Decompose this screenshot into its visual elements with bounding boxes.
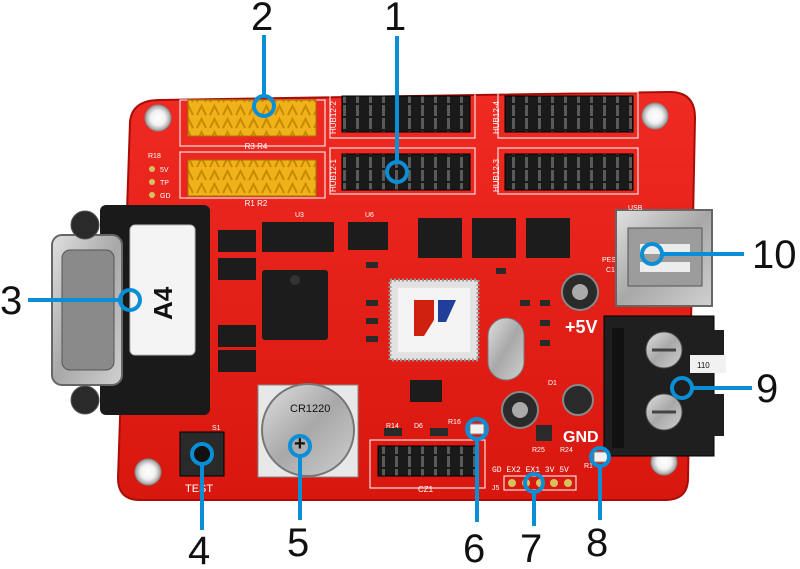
silk-tp: TP <box>160 180 169 187</box>
callout-number-5: 5 <box>287 521 309 565</box>
db9-label-a4: A4 <box>148 286 178 320</box>
silk-r3r4: R3 R4 <box>245 142 268 151</box>
callout-5: 5 <box>287 434 312 565</box>
silk-gnd: GND <box>563 429 599 446</box>
coin-cell-battery <box>257 383 359 478</box>
silk-hub12-4: HUB12-4 <box>492 101 501 134</box>
callout-1: 1 <box>384 0 409 184</box>
black-pin-header-hub12-4 <box>504 95 634 133</box>
black-pin-header-hub12-2 <box>341 95 471 133</box>
callout-number-3: 3 <box>0 279 22 323</box>
silk-gd: GD <box>160 193 171 200</box>
silk-r18: R18 <box>148 153 161 160</box>
callout-3: 3 <box>0 279 142 323</box>
callout-6: 6 <box>463 417 489 569</box>
silk-r14: R14 <box>386 423 399 430</box>
battery-model-text: CR1220 <box>290 403 330 415</box>
pad <box>149 166 155 172</box>
callout-8: 8 <box>586 446 611 565</box>
callout-9: 9 <box>670 367 778 411</box>
silk-hub12-1: HUB12-1 <box>329 159 338 192</box>
callout-number-1: 1 <box>384 0 406 39</box>
silk-r25: R25 <box>532 447 545 454</box>
main-mcu-chip <box>388 278 480 362</box>
silk-plus5v: +5V <box>565 317 598 337</box>
callout-number-6: 6 <box>463 527 485 569</box>
silk-u6: U6 <box>365 212 374 219</box>
yellow-pin-header-bottom <box>187 159 317 197</box>
callout-number-7: 7 <box>520 527 542 569</box>
silk-usb: USB <box>628 205 643 212</box>
silk-s1: S1 <box>212 425 221 432</box>
ic-notch <box>290 275 300 285</box>
black-pin-header-hub12-3 <box>504 153 634 191</box>
cz1-pin-header <box>377 445 479 477</box>
silk-d6: D6 <box>414 423 423 430</box>
silk-d1: D1 <box>548 380 557 387</box>
pad <box>149 179 155 185</box>
silk-test: TEST <box>185 483 213 495</box>
callout-4: 4 <box>188 442 214 569</box>
mounting-hole-top-left <box>144 104 172 132</box>
terminal-cap-label: 110 <box>697 361 710 370</box>
yellow-pin-header-top <box>187 99 317 137</box>
smd-components <box>366 262 552 441</box>
silk-hub12-3: HUB12-3 <box>492 159 501 192</box>
usb-port <box>615 209 713 307</box>
callout-number-10: 10 <box>752 233 797 277</box>
silk-j5: J5 <box>492 485 500 492</box>
ic-chips <box>218 218 570 402</box>
silk-r1: R1 <box>584 463 593 470</box>
silk-u3: U3 <box>295 212 304 219</box>
silk-r1r2: R1 R2 <box>245 199 268 208</box>
db9-serial-port <box>51 205 210 415</box>
electrolytic-capacitors <box>501 273 599 429</box>
silk-pins-row: GD EX2 EX1 3V 5V <box>492 466 569 475</box>
pad <box>149 192 155 198</box>
callout-number-8: 8 <box>586 521 608 565</box>
mounting-hole-top-right <box>641 102 669 130</box>
silkscreen-lines <box>179 91 639 489</box>
silk-5v: 5V <box>160 167 169 174</box>
callout-number-9: 9 <box>756 367 778 411</box>
silk-c16: C16 <box>606 267 619 274</box>
crystal-oscillator <box>487 317 525 381</box>
silk-cz1: CZ1 <box>418 485 434 494</box>
silk-hub12-2: HUB12-2 <box>329 101 338 134</box>
callout-7: 7 <box>520 472 545 569</box>
mounting-hole-bottom-left <box>134 458 162 486</box>
callout-2: 2 <box>251 0 276 118</box>
callout-number-4: 4 <box>188 529 210 569</box>
silk-r16: R16 <box>448 419 461 426</box>
silk-r24: R24 <box>560 447 573 454</box>
silk-pesd1: PESD1 <box>602 257 625 264</box>
battery-plus-sign: + <box>294 433 306 455</box>
callout-number-2: 2 <box>251 0 273 39</box>
callout-10: 10 <box>640 233 797 277</box>
